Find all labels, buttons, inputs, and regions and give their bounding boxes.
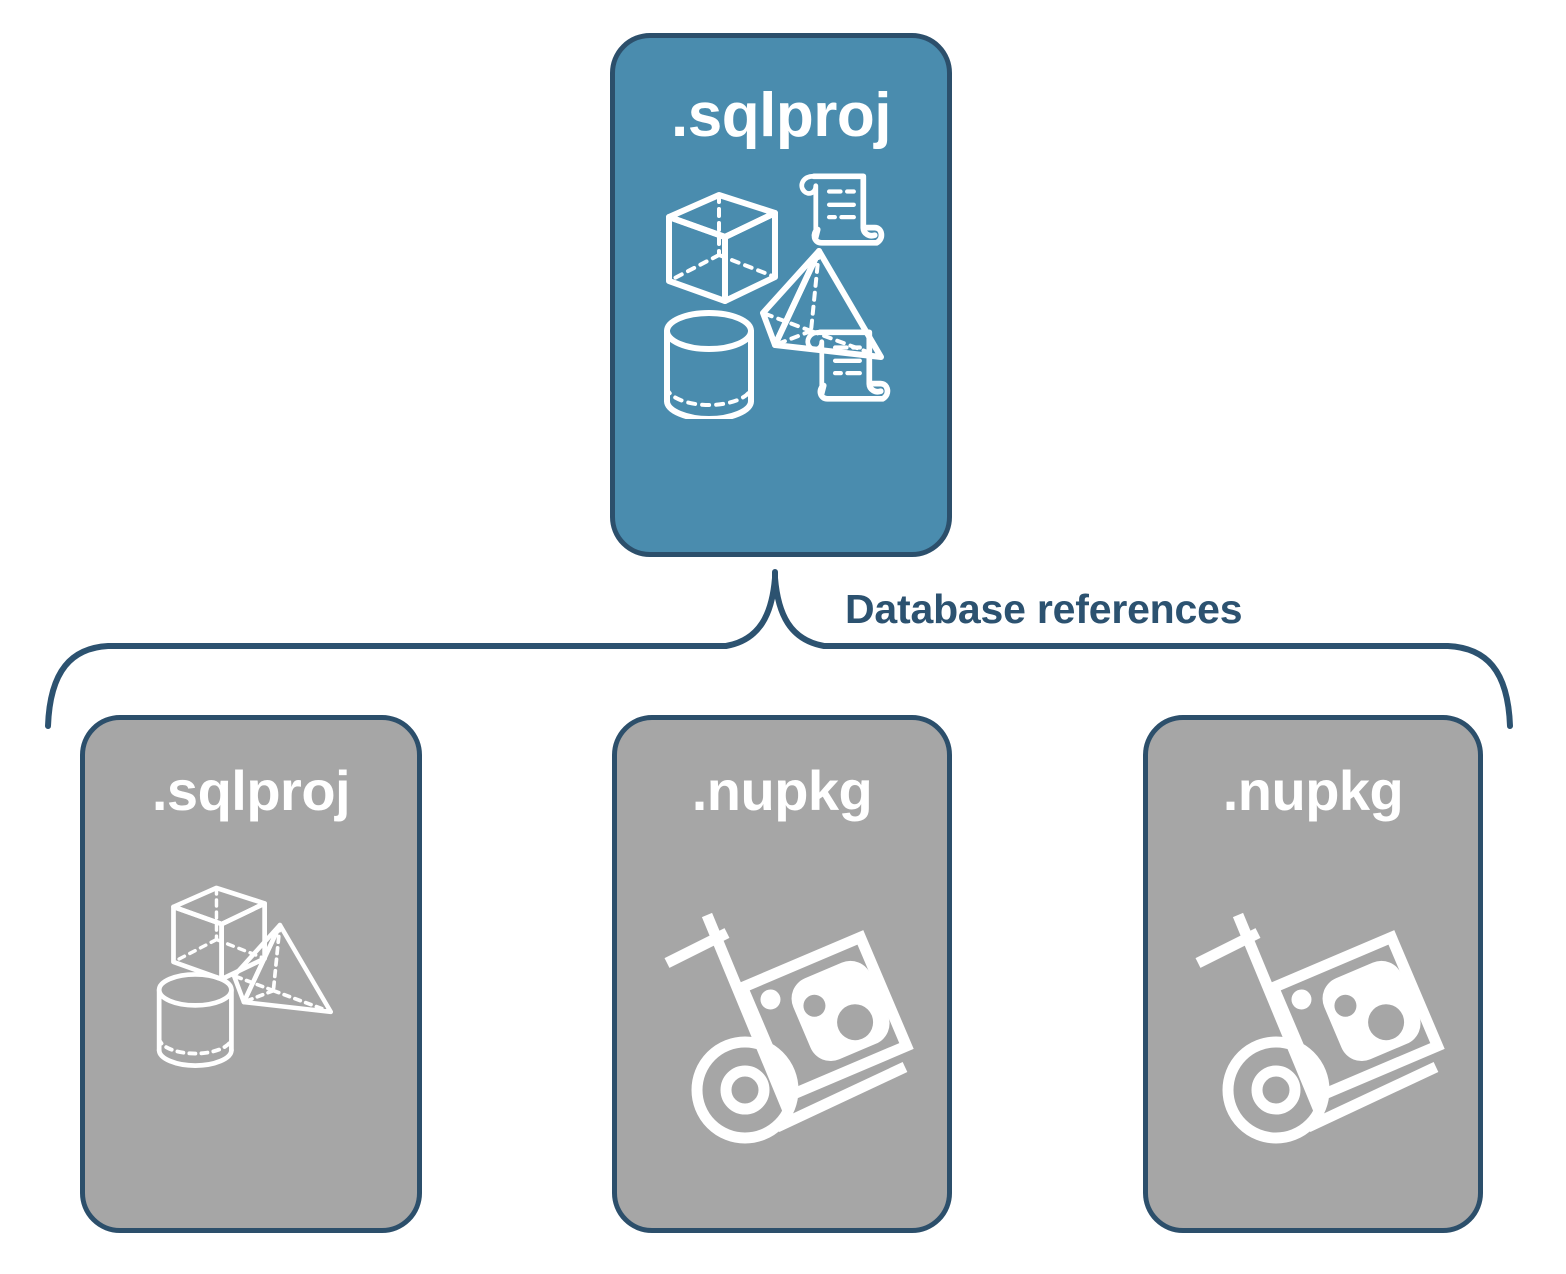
curly-brace-connector bbox=[45, 569, 1513, 729]
node-title-parent: .sqlproj bbox=[671, 81, 891, 150]
cube-icon bbox=[666, 192, 778, 304]
node-child-nupkg-2[interactable]: .nupkg bbox=[1143, 715, 1483, 1233]
node-child-nupkg-1[interactable]: .nupkg bbox=[612, 715, 952, 1233]
nuget-package-box bbox=[735, 930, 914, 1104]
pyramid-icon bbox=[231, 922, 334, 1015]
node-title-child-0: .sqlproj bbox=[151, 759, 351, 822]
parent-icons-svg bbox=[664, 173, 891, 422]
cylinder-icon bbox=[156, 972, 234, 1068]
nuget-package-box bbox=[1266, 930, 1445, 1104]
child-2-icon-group bbox=[1168, 845, 1458, 1145]
child-1-icon-group bbox=[637, 845, 927, 1145]
hand-truck-svg-2 bbox=[1195, 912, 1445, 1144]
node-title-child-1: .nupkg bbox=[691, 759, 873, 822]
nuget-logo-icon bbox=[760, 960, 890, 1062]
cube-icon bbox=[171, 885, 268, 982]
hand-truck-svg-1 bbox=[664, 912, 914, 1144]
node-title-child-2: .nupkg bbox=[1222, 759, 1404, 822]
child-0-icons-svg bbox=[156, 885, 334, 1068]
scroll-icon-top bbox=[799, 173, 885, 246]
nuget-logo-icon bbox=[1291, 960, 1421, 1062]
parent-icon-group bbox=[651, 159, 911, 422]
pyramid-icon bbox=[760, 248, 884, 360]
node-child-sqlproj[interactable]: .sqlproj bbox=[80, 715, 422, 1233]
child-0-icon-group bbox=[136, 847, 366, 1077]
brace-label-database-references: Database references bbox=[845, 586, 1243, 632]
node-parent-sqlproj[interactable]: .sqlproj bbox=[610, 33, 952, 557]
cylinder-icon bbox=[664, 310, 754, 422]
scroll-icon-bottom bbox=[805, 329, 891, 402]
